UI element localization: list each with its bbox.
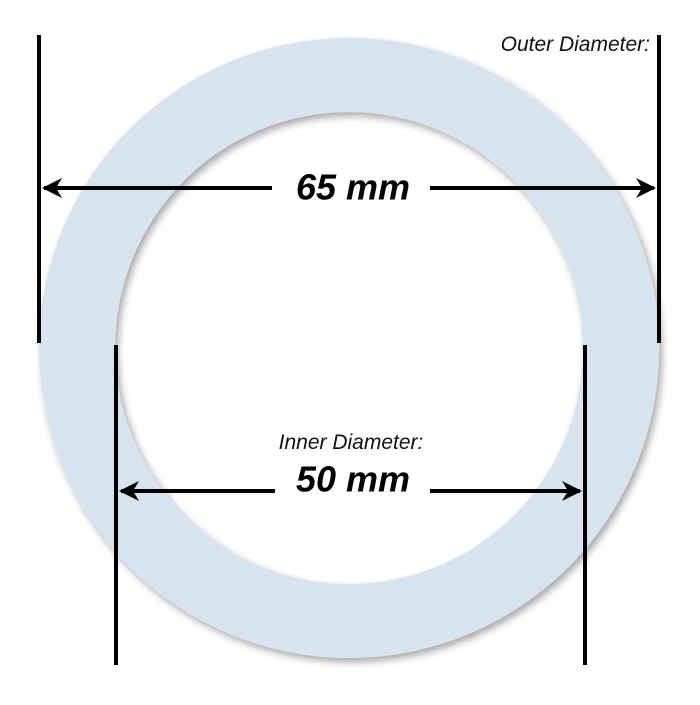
inner-diameter-value: 50 mm — [296, 459, 410, 500]
outer-diameter-value: 65 mm — [296, 167, 410, 208]
inner-diameter-label: Inner Diameter: — [279, 431, 424, 454]
gasket-ring — [38, 37, 660, 659]
outer-diameter-label: Outer Diameter: — [501, 33, 650, 56]
